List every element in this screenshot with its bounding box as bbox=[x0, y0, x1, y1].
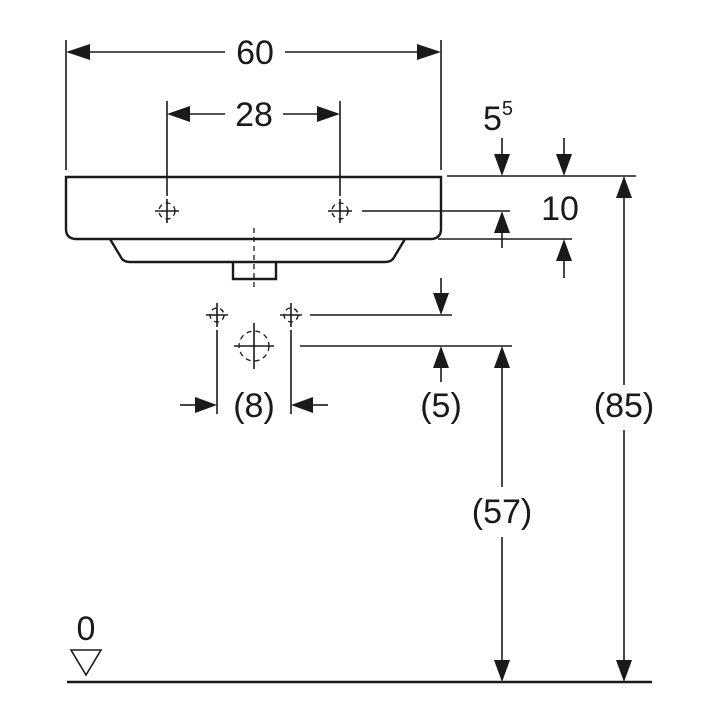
basin-underside bbox=[108, 238, 407, 264]
waste-hole-spacing-label: (8) bbox=[233, 387, 275, 425]
basin bbox=[64, 175, 443, 290]
waste-outlet-symbol bbox=[234, 323, 274, 369]
waste-supply-left bbox=[206, 303, 228, 327]
dimension-rim-height: (85) bbox=[594, 176, 654, 682]
floor-level: 0 bbox=[67, 610, 652, 684]
waste-height-label: (57) bbox=[472, 493, 532, 531]
waste-supply-right bbox=[280, 303, 302, 327]
overall-width-label: 60 bbox=[236, 34, 274, 72]
floor-level-marker-icon bbox=[69, 649, 103, 677]
tap-hole-right bbox=[328, 199, 352, 223]
dimension-overall-width: 60 bbox=[65, 34, 442, 170]
floor-level-label: 0 bbox=[77, 610, 96, 648]
tap-hole-spacing-label: 28 bbox=[235, 96, 273, 134]
waste-drop-label: (5) bbox=[420, 387, 462, 425]
tap-hole-left bbox=[155, 199, 179, 223]
dimension-waste-drop: (5) bbox=[300, 278, 512, 425]
waste-outlet bbox=[231, 262, 278, 281]
rim-height-label: (85) bbox=[594, 387, 654, 425]
dimension-waste-height: (57) bbox=[472, 346, 532, 682]
rim-thickness-label: 55 bbox=[483, 98, 513, 138]
dimension-waste-hole-spacing: (8) bbox=[180, 330, 328, 425]
tap-hole-offset-label: 10 bbox=[541, 190, 579, 228]
dimension-tap-hole-spacing: 28 bbox=[166, 96, 341, 196]
dimension-rim-thickness: 55 10 bbox=[362, 98, 636, 278]
basin-body bbox=[64, 175, 443, 241]
